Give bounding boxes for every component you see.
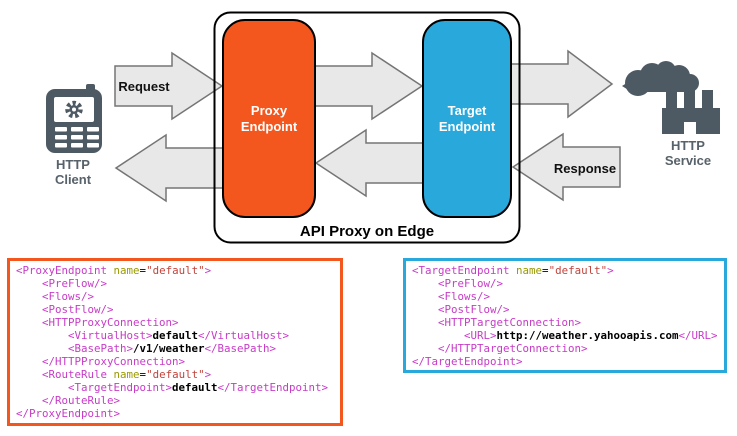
code-line: <RouteRule name="default">: [16, 368, 212, 381]
proxy-endpoint-box: [222, 19, 316, 218]
factory-smoke-icon: [622, 61, 720, 134]
api-proxy-flow-diagram: Proxy Endpoint Target Endpoint Request R…: [46, 11, 720, 244]
client-response-arrow: [114, 133, 224, 203]
code-line: <Flows/>: [16, 290, 95, 303]
code-line: </HTTPProxyConnection>: [16, 355, 186, 368]
code-line: <PreFlow/>: [16, 277, 108, 290]
response-arrow: [511, 132, 621, 202]
code-line: <PostFlow/>: [16, 303, 114, 316]
code-line: <TargetEndpoint>default</TargetEndpoint>: [16, 381, 329, 394]
code-line: <URL>http://weather.yahooapis.com</URL>: [412, 329, 718, 342]
diagram-canvas: [46, 11, 720, 244]
code-line: <VirtualHost>default</VirtualHost>: [16, 329, 290, 342]
code-line: <ProxyEndpoint name="default">: [16, 264, 212, 277]
code-line: <Flows/>: [412, 290, 491, 303]
code-line: <BasePath>/v1/weather</BasePath>: [16, 342, 277, 355]
proxy-endpoint-code-block: <ProxyEndpoint name="default"> <PreFlow/…: [7, 258, 343, 426]
mobile-phone-icon: [46, 84, 102, 153]
code-line: <HTTPTargetConnection>: [412, 316, 582, 329]
target-to-proxy-arrow: [314, 128, 424, 198]
target-endpoint-code-block: <TargetEndpoint name="default"> <PreFlow…: [403, 258, 727, 373]
target-to-service-arrow: [510, 49, 614, 119]
target-endpoint-box: [422, 19, 512, 218]
code-line: <HTTPProxyConnection>: [16, 316, 179, 329]
code-line: </HTTPTargetConnection>: [412, 342, 588, 355]
code-line: </TargetEndpoint>: [412, 355, 523, 368]
code-line: </ProxyEndpoint>: [16, 407, 121, 420]
code-line: <PostFlow/>: [412, 303, 510, 316]
code-line: </RouteRule>: [16, 394, 121, 407]
request-arrow: [114, 51, 224, 121]
code-line: <PreFlow/>: [412, 277, 504, 290]
api-proxy-container: [213, 11, 521, 244]
code-line: <TargetEndpoint name="default">: [412, 264, 614, 277]
proxy-to-target-arrow: [314, 51, 424, 121]
